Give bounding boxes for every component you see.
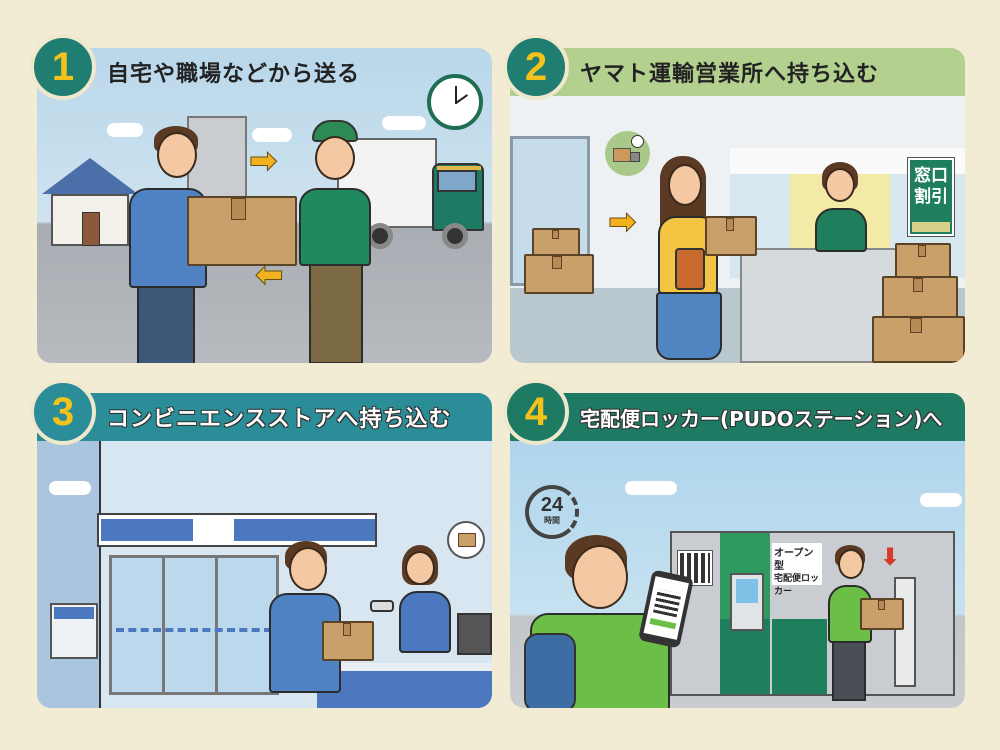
panel-3-header: コンビニエンスストアへ持ち込む [37,393,492,441]
cloud-icon [382,116,426,130]
store-doors [109,555,279,695]
truck-clock-icon [605,131,650,176]
package-speech-bubble-icon [447,521,485,559]
locker-label-line-1: オープン型 [774,548,814,572]
panel-send-from-home: 自宅や職場などから送る ➡ ⬅ [37,48,492,363]
locker-label: オープン型 宅配便ロッカー [772,543,822,597]
package-icon [705,216,757,256]
24-hours-number: 24 [540,494,564,516]
panel-4-header: 宅配便ロッカー(PUDOステーション)へ [510,393,965,441]
panel-1-header: 自宅や職場などから送る [37,48,492,96]
arrow-right-icon: ➡ [249,141,278,181]
cloud-icon [107,123,143,137]
locker-screen [730,573,764,631]
package-stack [882,276,958,320]
notice-board [50,603,98,659]
24-hours-label: 時間 [544,516,560,525]
package-stack [524,254,594,294]
package-stack [895,243,951,279]
clock-icon [427,74,483,130]
package-icon [860,598,904,630]
panel-1-title: 自宅や職場などから送る [107,62,361,87]
panel-3-title: コンビニエンスストアへ持ち込む [107,407,452,432]
cloud-icon [49,481,91,495]
panel-2-title: ヤマト運輸営業所へ持ち込む [580,62,880,87]
panel-bring-to-convenience-store: コンビニエンスストアへ持ち込む [37,393,492,708]
sign-line-2: 割引 [914,187,948,207]
cloud-icon [625,481,677,495]
barcode-scanner-icon [370,600,394,612]
step-badge-1: 1 [30,34,96,100]
sign-line-1: 窓口 [914,166,948,186]
arrow-right-icon: ➡ [608,202,637,242]
package-icon [322,621,374,661]
panel-parcel-locker: 宅配便ロッカー(PUDOステーション)へ 24 時間 オープン型 宅配便ロッカー… [510,393,965,708]
open-locker-door [894,577,916,687]
house-illustration [37,158,138,248]
store-awning [97,513,377,547]
package-stack [532,228,580,256]
step-badge-4: 4 [503,379,569,445]
package-icon [187,196,297,266]
panel-bring-to-yamato-office: ヤマト運輸営業所へ持ち込む ➡ 窓口 割引 [510,48,965,363]
step-badge-3: 3 [30,379,96,445]
window-discount-sign: 窓口 割引 [907,157,955,237]
panel-2-header: ヤマト運輸営業所へ持ち込む [510,48,965,96]
monitor-icon [457,613,492,655]
cloud-icon [252,128,292,142]
cloud-icon [920,493,962,507]
store-counter [317,663,492,708]
arrow-left-icon: ⬅ [255,255,284,295]
package-stack [872,316,965,363]
locker-label-line-2: 宅配便ロッカー [774,574,820,597]
step-badge-2: 2 [503,34,569,100]
down-arrow-icon: ⬇ [880,543,901,571]
parcel-locker: オープン型 宅配便ロッカー [670,531,955,696]
24-hours-icon: 24 時間 [525,485,579,539]
panel-4-title: 宅配便ロッカー(PUDOステーション)へ [580,406,943,431]
